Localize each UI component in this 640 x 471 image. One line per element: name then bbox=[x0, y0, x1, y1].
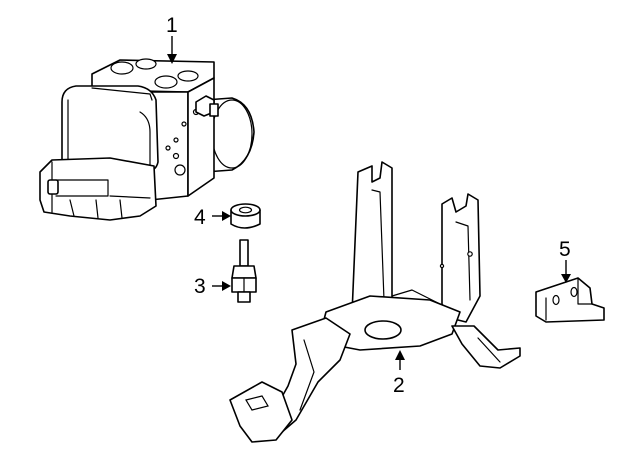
callout-1: 1 bbox=[166, 14, 178, 37]
callout-3: 3 bbox=[194, 275, 206, 298]
callout-5: 5 bbox=[559, 238, 571, 261]
callout-2: 2 bbox=[393, 374, 405, 397]
part-3-stud bbox=[212, 239, 257, 303]
part-2-bracket bbox=[229, 161, 521, 443]
callout-4: 4 bbox=[194, 206, 206, 229]
part-5-small-bracket bbox=[535, 260, 605, 323]
part-1-abs-module bbox=[39, 36, 255, 221]
part-4-insulator bbox=[212, 203, 261, 229]
